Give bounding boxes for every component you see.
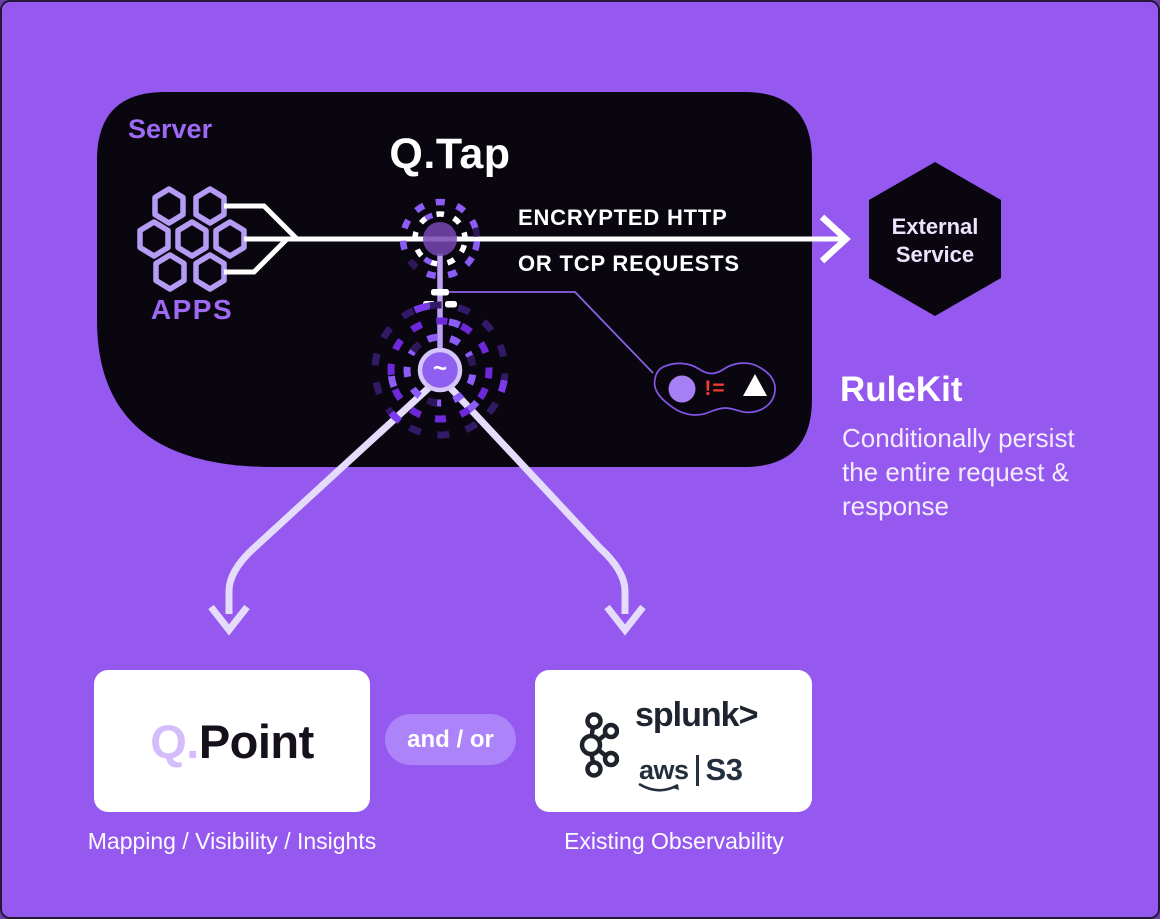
down-arrow-left-icon <box>208 380 437 636</box>
qtap-title: Q.Tap <box>389 130 511 178</box>
qpoint-card: Q.Point <box>94 670 370 812</box>
observability-caption: Existing Observability <box>564 828 784 854</box>
aws-logo-text: aws <box>639 754 689 785</box>
down-arrow-right-icon <box>443 380 646 636</box>
splunk-logo: splunk> <box>635 696 758 734</box>
indicator-triangle-icon <box>743 374 767 396</box>
qpoint-logo-prefix: Q. <box>150 714 199 768</box>
tap-symbol: ~ <box>432 355 448 382</box>
apps-label: APPS <box>150 294 234 325</box>
external-service-label: External Service <box>892 213 979 269</box>
external-service-hexagon <box>869 162 1001 316</box>
aws-smile-icon <box>638 782 679 792</box>
server-label: Server <box>128 114 213 144</box>
qpoint-logo-suffix: Point <box>198 714 314 768</box>
external-service-line2: Service <box>895 242 975 267</box>
indicator-dot-icon <box>668 375 696 403</box>
ripple-node-icon <box>371 301 509 439</box>
and-or-pill: and / or <box>385 714 516 765</box>
request-arrow-icon <box>819 214 851 264</box>
protocol-label-line2: OR TCP REQUESTS <box>518 251 740 276</box>
s3-logo-text: S3 <box>705 752 743 787</box>
aws-logo: aws <box>638 754 689 792</box>
rulekit-indicator-icon <box>653 362 776 416</box>
qtap-node-icon <box>399 198 481 280</box>
apps-hexagons-icon <box>137 186 247 292</box>
aws-s3-divider <box>695 754 699 786</box>
kafka-icon <box>579 712 619 778</box>
rulekit-connector-line <box>442 291 654 374</box>
observability-card: splunk> aws S3 <box>535 670 812 812</box>
request-flow-lines <box>224 203 845 275</box>
condition-symbol: != <box>704 377 726 400</box>
external-service-line1: External <box>891 214 979 239</box>
server-panel-shape <box>97 92 812 467</box>
protocol-label-line1: ENCRYPTED HTTP <box>518 205 728 230</box>
rulekit-title: RuleKit <box>840 370 963 409</box>
aws-s3-logo: aws S3 <box>638 752 743 792</box>
qpoint-caption: Mapping / Visibility / Insights <box>87 828 377 854</box>
rulekit-description: Conditionally persist the entire request… <box>842 423 1075 521</box>
qpoint-logo: Q.Point <box>150 714 314 769</box>
